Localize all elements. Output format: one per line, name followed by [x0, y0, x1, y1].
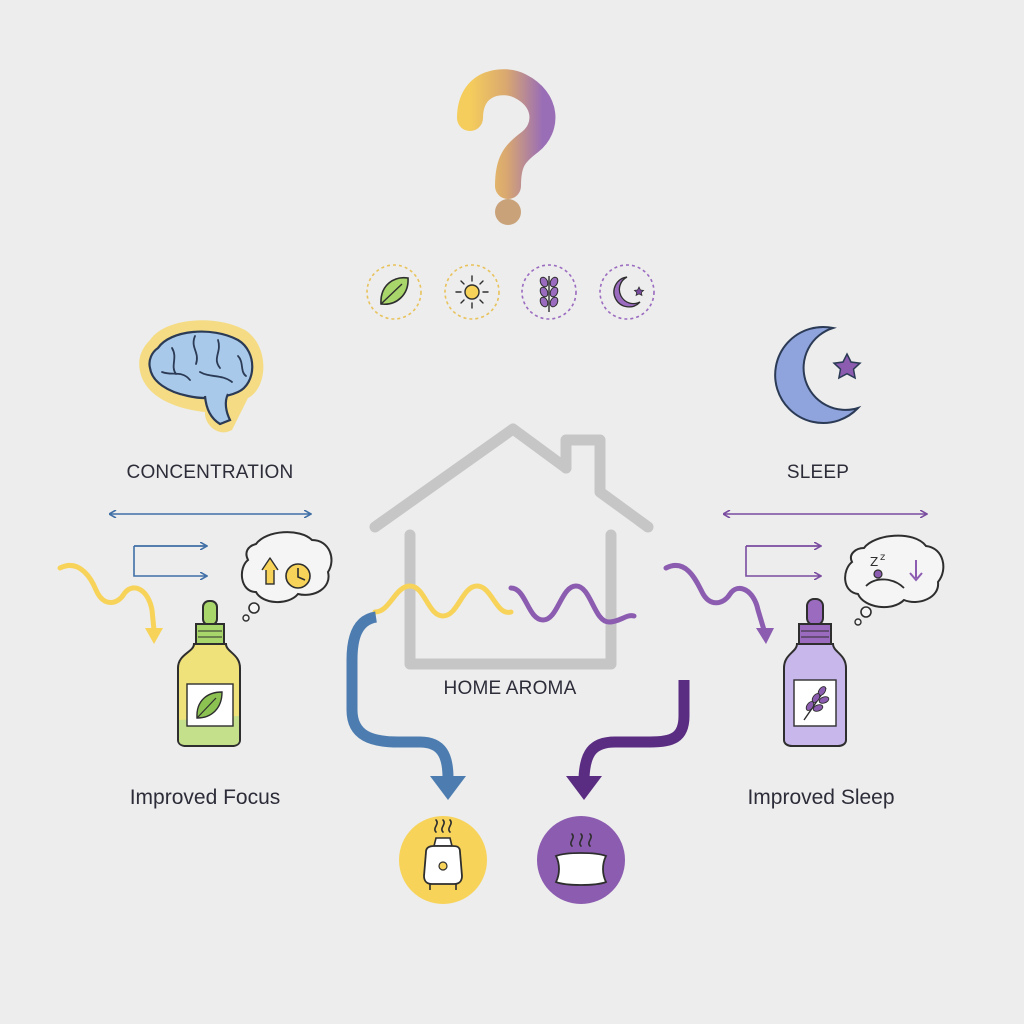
- blue-arrow-head: [430, 776, 466, 800]
- home-aroma-label: HOME AROMA: [443, 678, 577, 699]
- moon-star-icon: [599, 264, 655, 320]
- purple-arrow-head: [566, 776, 602, 800]
- pillow-icon: [537, 816, 625, 904]
- right-purple-wave: [663, 563, 767, 633]
- brain-icon: [139, 320, 264, 433]
- improved-focus-label: Improved Focus: [129, 786, 281, 809]
- lavender-oil-bottle-icon: [783, 598, 847, 747]
- yellow-aroma-wave: [372, 583, 514, 619]
- sun-icon: [444, 264, 500, 320]
- left-small-arrows: [133, 545, 206, 576]
- crescent-moon-icon: [774, 326, 862, 424]
- sleeping-thought-icon: Z z: [844, 534, 945, 626]
- purple-flow-arrow: [578, 680, 690, 779]
- purple-aroma-wave: [508, 583, 637, 625]
- left-yellow-wave: [57, 563, 157, 633]
- sleep-label: SLEEP: [786, 462, 850, 483]
- concentration-label: CONCENTRATION: [126, 462, 294, 483]
- svg-text:z: z: [880, 552, 885, 563]
- green-leaf-oil-bottle-icon: [177, 600, 241, 747]
- improved-sleep-label: Improved Sleep: [747, 786, 895, 809]
- svg-text:Z: Z: [870, 555, 878, 569]
- right-small-arrows: [745, 545, 820, 576]
- lavender-icon: [521, 264, 577, 320]
- blue-flow-arrow: [346, 611, 454, 779]
- diffuser-icon: [399, 816, 487, 904]
- focus-clock-thought-icon: [240, 531, 333, 622]
- house-outline: [369, 423, 654, 670]
- leaf-icon: [366, 264, 422, 320]
- question-mark-icon: [457, 69, 556, 225]
